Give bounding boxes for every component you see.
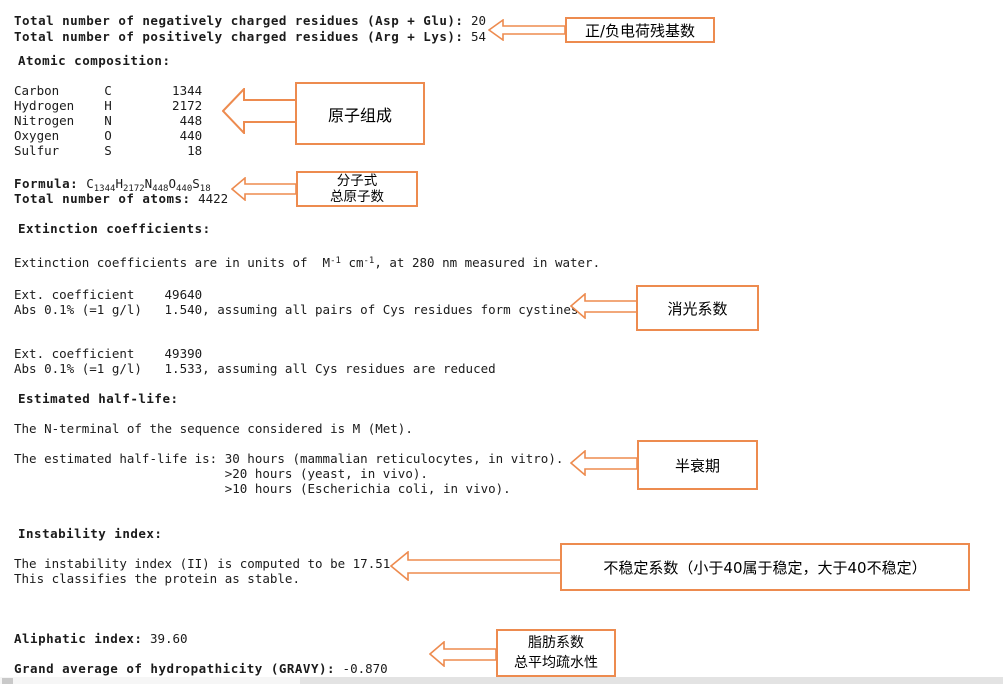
callout-extinction: 消光系数: [636, 285, 759, 331]
extinction-block-cystines: Ext. coefficient 49640 Abs 0.1% (=1 g/l)…: [14, 287, 579, 317]
atomic-composition-table: Carbon C 1344 Hydrogen H 2172 Nitrogen N…: [14, 83, 203, 158]
callout-atomic-label: 原子组成: [327, 105, 392, 125]
callout-atomic-composition: 原子组成: [295, 82, 425, 145]
callout-formula-label-1: 分子式: [336, 173, 378, 189]
atomic-composition-heading: Atomic composition:: [18, 53, 171, 68]
callout-extinction-arrow-icon: [570, 293, 638, 319]
callout-atomic-arrow-icon: [222, 88, 298, 134]
callout-halflife-label: 半衰期: [674, 456, 720, 475]
callout-aliphatic-arrow-icon: [429, 641, 497, 667]
callout-formula-arrow-icon: [231, 177, 297, 201]
callout-halflife: 半衰期: [637, 440, 758, 490]
callout-aliphatic: 脂肪系数 总平均疏水性: [496, 629, 616, 677]
extinction-heading: Extinction coefficients:: [18, 221, 211, 236]
callout-charged-residues: 正/负电荷残基数: [565, 17, 715, 43]
callout-instability-label: 不稳定系数（小于40属于稳定，大于40不稳定）: [603, 558, 927, 577]
callout-formula: 分子式 总原子数: [296, 171, 418, 207]
horizontal-scrollbar-thumb[interactable]: [300, 677, 1003, 684]
scrollbar-left-button[interactable]: [2, 678, 13, 684]
callout-aliphatic-label-2: 总平均疏水性: [514, 655, 598, 671]
nterminal-line: The N-terminal of the sequence considere…: [14, 421, 413, 436]
halflife-heading: Estimated half-life:: [18, 391, 179, 406]
positive-residues-line: Total number of positively charged resid…: [14, 29, 487, 44]
callout-extinction-label: 消光系数: [667, 299, 728, 318]
halflife-block: The estimated half-life is: 30 hours (ma…: [14, 451, 564, 496]
extinction-block-reduced: Ext. coefficient 49390 Abs 0.1% (=1 g/l)…: [14, 346, 496, 376]
gravy-line: Grand average of hydropathicity (GRAVY):…: [14, 661, 388, 676]
instability-heading: Instability index:: [18, 526, 163, 541]
negative-residues-line: Total number of negatively charged resid…: [14, 13, 487, 28]
callout-instability-arrow-icon: [390, 551, 562, 581]
total-atoms-line: Total number of atoms: 4422: [14, 191, 229, 206]
instability-block: The instability index (II) is computed t…: [14, 556, 391, 586]
callout-charged-arrow-icon: [488, 19, 566, 41]
callout-charged-label: 正/负电荷残基数: [584, 21, 696, 40]
formula-line: Formula: C1344H2172N448O440S18: [14, 176, 211, 194]
callout-instability: 不稳定系数（小于40属于稳定，大于40不稳定）: [560, 543, 970, 591]
aliphatic-index-line: Aliphatic index: 39.60: [14, 631, 188, 646]
extinction-units-line: Extinction coefficients are in units of …: [14, 255, 601, 270]
callout-formula-label-2: 总原子数: [330, 189, 384, 205]
callout-halflife-arrow-icon: [570, 450, 638, 476]
callout-aliphatic-label-1: 脂肪系数: [528, 635, 584, 651]
